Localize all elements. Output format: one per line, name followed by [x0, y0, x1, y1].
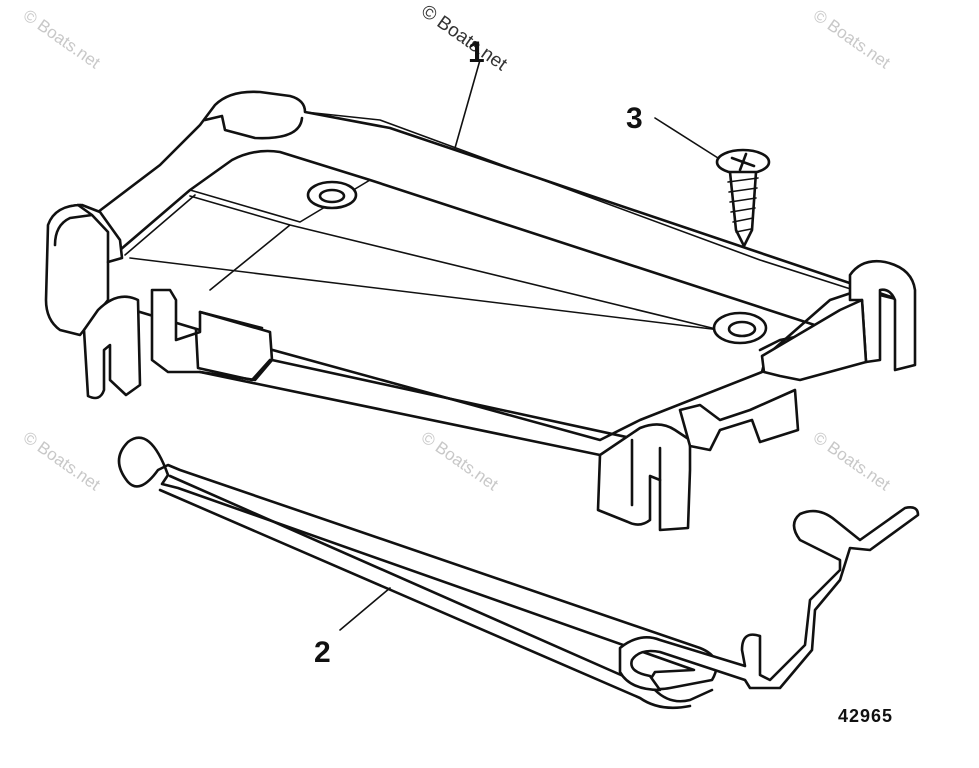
screw-hole-rear-inner [318, 188, 346, 204]
screw-hole-front [712, 311, 768, 345]
bracket-right-clip [678, 388, 800, 452]
screw-part-3 [654, 117, 771, 248]
bracket-right-hook-gap [630, 438, 662, 507]
watermark-mid-right: © Boats.net [810, 428, 894, 495]
bracket-rear-edge [304, 111, 861, 293]
leader-line-3 [654, 117, 719, 159]
callout-part-1: 1 [468, 36, 485, 69]
bracket-far-step [760, 298, 868, 382]
screw-hole-rear [306, 180, 358, 210]
bracket-top-rim [46, 90, 902, 442]
callout-part-2: 2 [314, 636, 331, 669]
bracket-rear-lip [203, 114, 304, 140]
figure-number: 42965 [838, 706, 893, 726]
bracket-right-end [596, 423, 692, 532]
wire-right-zigzag [618, 506, 920, 692]
watermark-mid-left: © Boats.net [20, 428, 104, 495]
screw-hole-front-inner [727, 320, 757, 338]
leader-line-1 [454, 59, 481, 149]
wire-bail-part-2 [117, 436, 920, 710]
watermark-top-left: © Boats.net [20, 6, 104, 73]
screw-phillips-slot [730, 152, 756, 172]
watermark-top-center: © Boats.net [417, 1, 511, 76]
bracket-far-hook [848, 260, 917, 372]
bracket-left-hook-inner [150, 288, 274, 382]
leader-line-2 [339, 587, 391, 631]
bracket-floor-step [189, 195, 721, 331]
callout-part-3: 3 [626, 102, 643, 135]
bracket-part-1 [44, 59, 917, 532]
wire-main-rod-lower [158, 488, 692, 710]
watermark-mid-center: © Boats.net [418, 428, 502, 495]
bracket-inner-wall [118, 149, 832, 352]
bracket-left-tab [194, 310, 272, 382]
bracket-left-corner [53, 203, 110, 264]
watermark-top-right: © Boats.net [810, 6, 894, 73]
screw-threads [727, 177, 759, 233]
bracket-left-hook-outer [82, 295, 142, 400]
